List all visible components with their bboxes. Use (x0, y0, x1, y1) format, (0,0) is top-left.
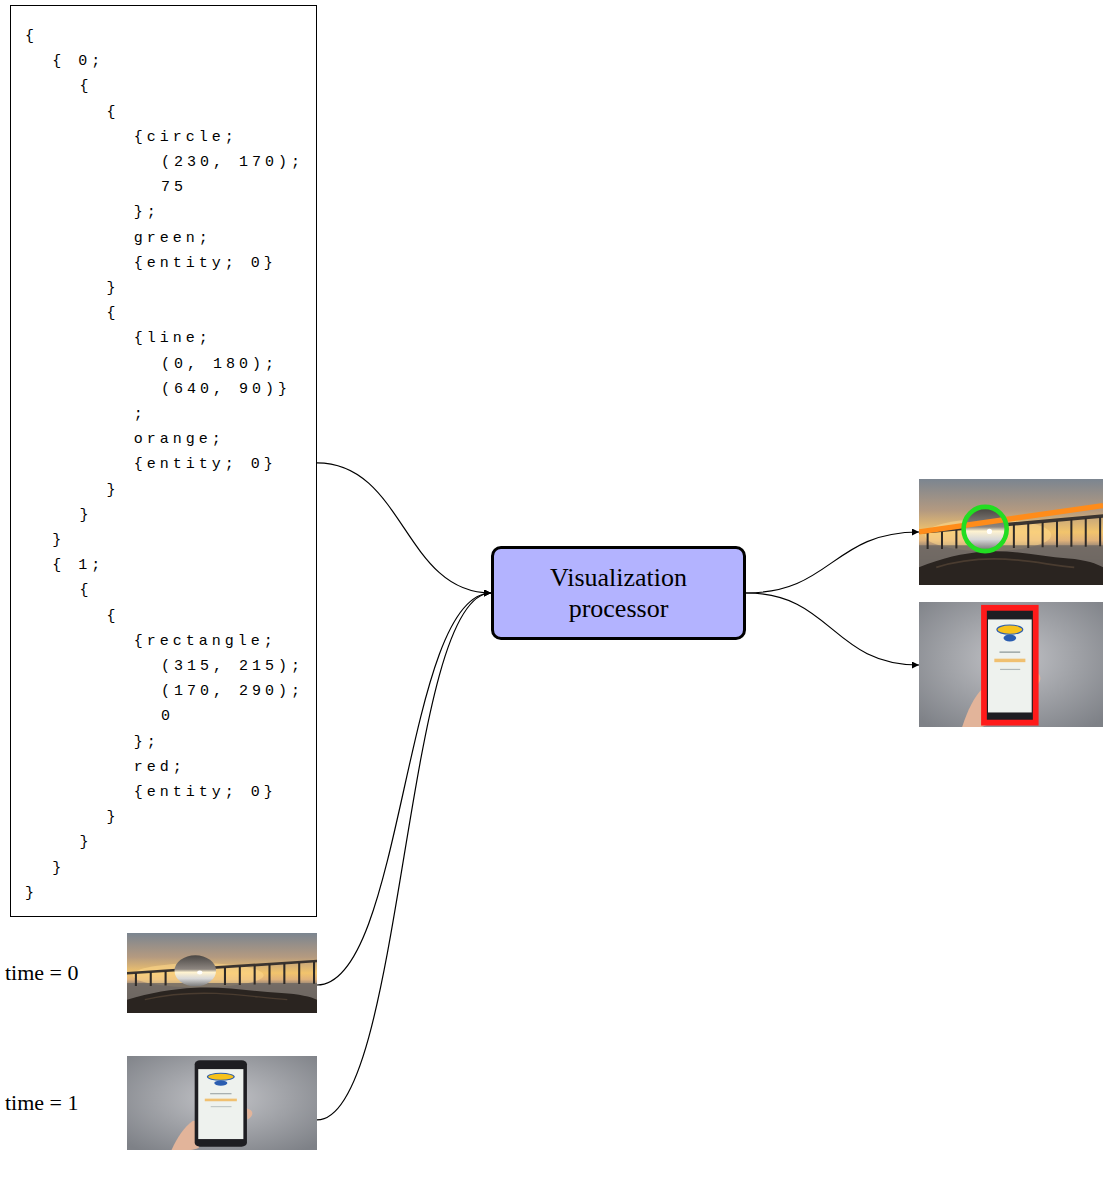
time-label: time = 1 (5, 1090, 79, 1116)
code-line: 75 (161, 178, 187, 198)
code-line: }; (134, 203, 160, 223)
code-line: } (107, 808, 120, 828)
code-line: (315, 215); (161, 657, 304, 677)
code-line: { (25, 27, 38, 47)
code-line: } (52, 859, 65, 879)
code-line: { (79, 77, 92, 97)
output-arrow (746, 593, 919, 665)
bridge-photo (919, 479, 1103, 585)
input-image (127, 933, 317, 1013)
overlay-rectangle (984, 608, 1036, 723)
code-line: 0 (161, 707, 174, 727)
code-line: green; (134, 229, 212, 249)
output-arrow (746, 532, 919, 593)
code-line: {circle; (134, 128, 238, 148)
code-line: ; (134, 405, 147, 425)
code-line: {entity; 0} (134, 254, 277, 274)
output-image (919, 602, 1103, 727)
overlay-line (919, 506, 1103, 533)
code-line: } (79, 833, 92, 853)
code-line: { (107, 607, 120, 627)
code-line: {rectangle; (134, 632, 277, 652)
code-line: red; (134, 758, 186, 778)
output-image (919, 479, 1103, 585)
data-arrow (317, 593, 491, 1120)
code-line: } (25, 884, 38, 904)
code-line: } (52, 531, 65, 551)
input-image (127, 1056, 317, 1150)
phone-photo (127, 1056, 317, 1150)
code-line: } (79, 506, 92, 526)
processor-box: Visualization processor (491, 546, 746, 640)
code-line: }; (134, 733, 160, 753)
code-line: {entity; 0} (134, 783, 277, 803)
code-line: orange; (134, 430, 225, 450)
code-line: { (107, 103, 120, 123)
code-line: {entity; 0} (134, 455, 277, 475)
code-line: { (107, 304, 120, 324)
code-line: (170, 290); (161, 682, 304, 702)
code-box: { { 0; { { {circle; (230, 170); 75}; green; {ent… (10, 5, 317, 917)
code-line: {line; (134, 329, 212, 349)
code-line: } (107, 279, 120, 299)
input-frame: time = 1 (5, 1056, 317, 1150)
input-frame: time = 0 (5, 933, 317, 1013)
bridge-photo (127, 933, 317, 1013)
overlay-circle (964, 507, 1007, 551)
code-line: (640, 90)} (161, 380, 291, 400)
code-line: { (79, 581, 92, 601)
code-line: (230, 170); (161, 153, 304, 173)
code-line: } (107, 481, 120, 501)
code-line: (0, 180); (161, 355, 278, 375)
code-line: { 0; (52, 52, 104, 72)
phone-photo (919, 602, 1103, 727)
data-arrow (317, 463, 491, 593)
data-arrow (317, 593, 491, 985)
processor-label: Visualization processor (508, 562, 729, 624)
code-line: { 1; (52, 556, 104, 576)
time-label: time = 0 (5, 960, 79, 986)
